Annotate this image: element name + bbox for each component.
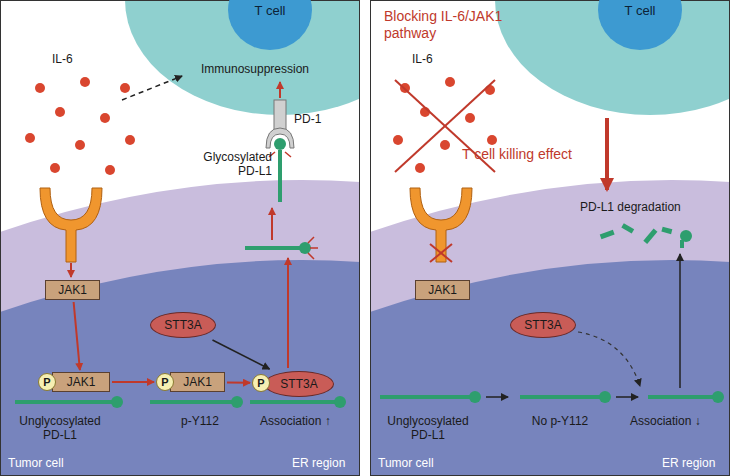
pdl1-chain — [15, 396, 346, 408]
node-text: STT3A — [164, 318, 201, 332]
node-text: T cell — [625, 3, 656, 18]
text-label: Blocking IL-6/JAK1 pathway — [384, 8, 554, 42]
node-text: P — [43, 376, 50, 388]
node-text: P — [161, 376, 168, 388]
text-label: p-Y112 — [168, 414, 232, 428]
connector-arrow — [74, 302, 80, 370]
connector-arrow — [112, 381, 154, 383]
text-label: Tumor cell — [378, 456, 434, 470]
text-label: Unglycosylated PD-L1 — [8, 414, 112, 443]
phospho-circle: P — [252, 374, 270, 392]
stt3a-ellipse: STT3A — [150, 312, 216, 338]
left-panel — [0, 0, 360, 476]
stt3a-ellipse: STT3A — [510, 312, 576, 338]
text-label: Unglycosylated PD-L1 — [376, 414, 480, 443]
jak1-box: JAK1 — [415, 280, 470, 300]
node-text: JAK1 — [58, 283, 87, 297]
right-panel — [370, 0, 730, 476]
text-label: IL-6 — [412, 52, 433, 66]
il6-dots — [25, 77, 135, 175]
stt3a-ellipse: STT3A — [264, 371, 334, 397]
text-label: Association ↑ — [260, 414, 331, 428]
node-text: T cell — [255, 3, 286, 18]
phospho-circle: P — [38, 373, 56, 391]
jak1-box: JAK1 — [45, 280, 100, 300]
text-label: PD-L1 degradation — [580, 200, 681, 214]
tcell-nucleus: T cell — [228, 0, 312, 50]
connector-arrow — [227, 381, 250, 383]
text-label: IL-6 — [52, 52, 73, 66]
text-label: Association ↓ — [630, 414, 701, 428]
text-label: PD-1 — [294, 112, 321, 126]
text-label: Tumor cell — [8, 456, 64, 470]
node-text: JAK1 — [183, 375, 212, 389]
jak1-box: JAK1 — [170, 372, 225, 392]
text-label: T cell killing effect — [462, 146, 572, 163]
text-label: No p-Y112 — [520, 414, 600, 428]
connector-arrow — [212, 340, 269, 369]
text-label: Immunosuppression — [190, 62, 320, 76]
node-text: JAK1 — [428, 283, 457, 297]
text-label: ER region — [292, 456, 345, 470]
text-label: Glycosylated PD-L1 — [188, 150, 272, 179]
node-text: JAK1 — [67, 375, 96, 389]
text-label: ER region — [662, 456, 715, 470]
tcell-nucleus: T cell — [598, 0, 682, 50]
node-text: STT3A — [280, 377, 317, 391]
jak1-box: JAK1 — [52, 372, 110, 392]
phospho-circle: P — [156, 373, 174, 391]
node-text: P — [257, 377, 264, 389]
node-text: STT3A — [524, 318, 561, 332]
